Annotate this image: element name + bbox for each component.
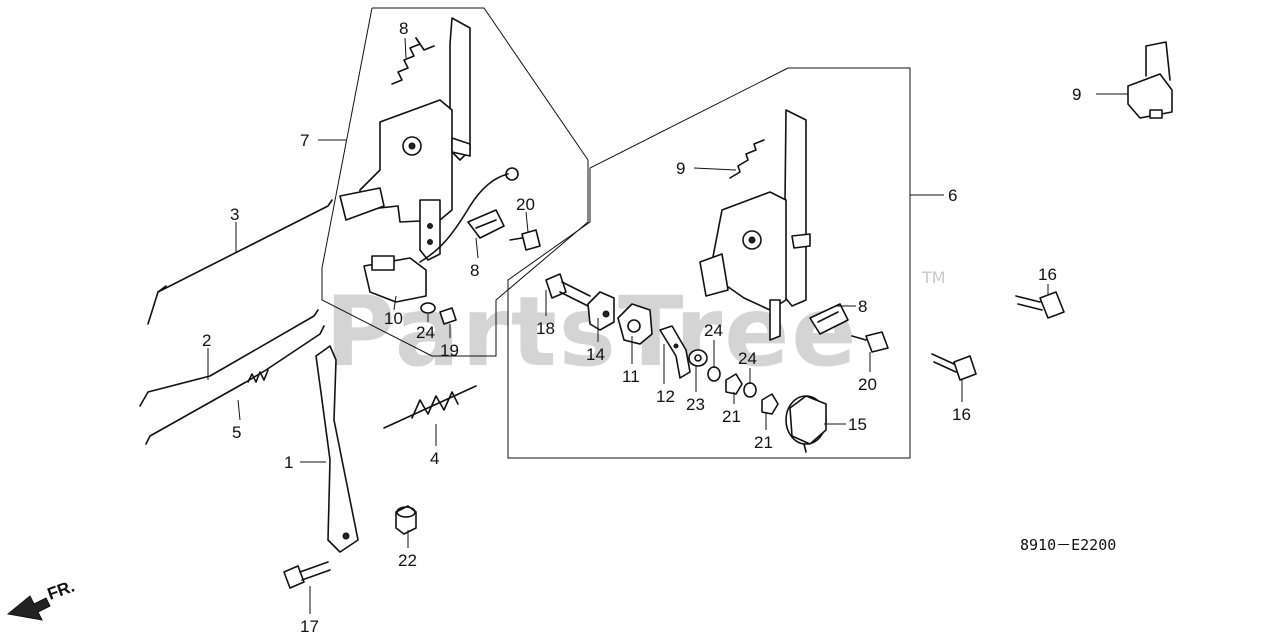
callout-21-upper: 21 <box>722 407 741 426</box>
callout-10: 9 <box>1072 85 1081 104</box>
bolt-16-upper <box>1015 291 1065 319</box>
part-13 <box>659 325 691 379</box>
clip-8-right <box>809 303 849 335</box>
callout-8-upper: 8 <box>470 261 479 280</box>
callout-8-right: 8 <box>858 297 867 316</box>
switch-11 <box>363 167 519 303</box>
spring-9-right <box>729 139 765 179</box>
bolt-20-upper <box>509 229 541 251</box>
callouts: 8 7 3 2 5 1 4 20 8 10 24 19 22 17 9 6 9 … <box>202 19 1081 636</box>
callout-5: 5 <box>232 423 241 442</box>
callout-19: 19 <box>440 341 459 360</box>
bolt-18 <box>545 273 591 307</box>
bolt-17 <box>283 561 331 589</box>
screw-19 <box>439 307 457 325</box>
callout-17: 17 <box>300 617 319 636</box>
bolt-16-lower <box>931 353 977 381</box>
callout-9-right: 9 <box>676 159 685 178</box>
callout-14: 14 <box>586 345 605 364</box>
callout-16-lower: 16 <box>952 405 971 424</box>
rod-3 <box>147 199 333 325</box>
callout-3: 3 <box>230 205 239 224</box>
callout-24-mid: 24 <box>704 321 723 340</box>
switch-10 <box>1127 41 1173 119</box>
spring-9-upper <box>391 37 435 85</box>
callout-13: 12 <box>656 387 675 406</box>
rod-2 <box>139 309 319 407</box>
front-direction-arrow <box>6 595 51 621</box>
callout-4: 4 <box>430 449 439 468</box>
cap-15 <box>785 395 827 453</box>
washer-23 <box>688 349 708 367</box>
callout-1: 1 <box>284 453 293 472</box>
lever-1 <box>315 345 359 553</box>
washer-24-upper <box>420 302 436 314</box>
assembly-outline-7 <box>321 7 589 357</box>
diagram-code: 8910－E2200 <box>1020 536 1116 554</box>
part-12 <box>617 303 653 345</box>
leader-lines <box>207 37 1128 614</box>
clip-8-upper <box>467 209 505 239</box>
governor-bracket-7 <box>339 17 471 261</box>
callout-20-right: 20 <box>858 375 877 394</box>
callout-24-right: 24 <box>738 349 757 368</box>
callout-20-upper: 20 <box>516 195 535 214</box>
callout-9-upper: 8 <box>399 19 408 38</box>
callout-18: 18 <box>536 319 555 338</box>
callout-12: 11 <box>622 367 640 386</box>
washer-24-mid <box>707 366 721 382</box>
part-14 <box>587 291 615 331</box>
callout-7: 7 <box>300 131 309 150</box>
front-direction-label: FR. <box>45 577 77 604</box>
washer-24-right <box>743 382 757 398</box>
callout-11: 10 <box>384 309 403 328</box>
spring-4 <box>383 385 477 429</box>
governor-bracket-6 <box>699 109 811 341</box>
watermark-trademark: TM <box>921 268 946 287</box>
callout-24-upper: 24 <box>416 323 435 342</box>
callout-16-upper: 16 <box>1038 265 1057 284</box>
nut-21-upper <box>725 373 743 395</box>
nut-21-lower <box>761 393 779 415</box>
assembly-outline-6 <box>507 67 911 459</box>
callout-23: 23 <box>686 395 705 414</box>
collar-22 <box>395 505 417 535</box>
callout-21-lower: 21 <box>754 433 773 452</box>
spring-rod-5 <box>145 325 325 445</box>
callout-15: 15 <box>848 415 867 434</box>
callout-22: 22 <box>398 551 417 570</box>
bolt-20-right <box>851 331 889 353</box>
callout-2: 2 <box>202 331 211 350</box>
callout-6: 6 <box>948 186 957 205</box>
